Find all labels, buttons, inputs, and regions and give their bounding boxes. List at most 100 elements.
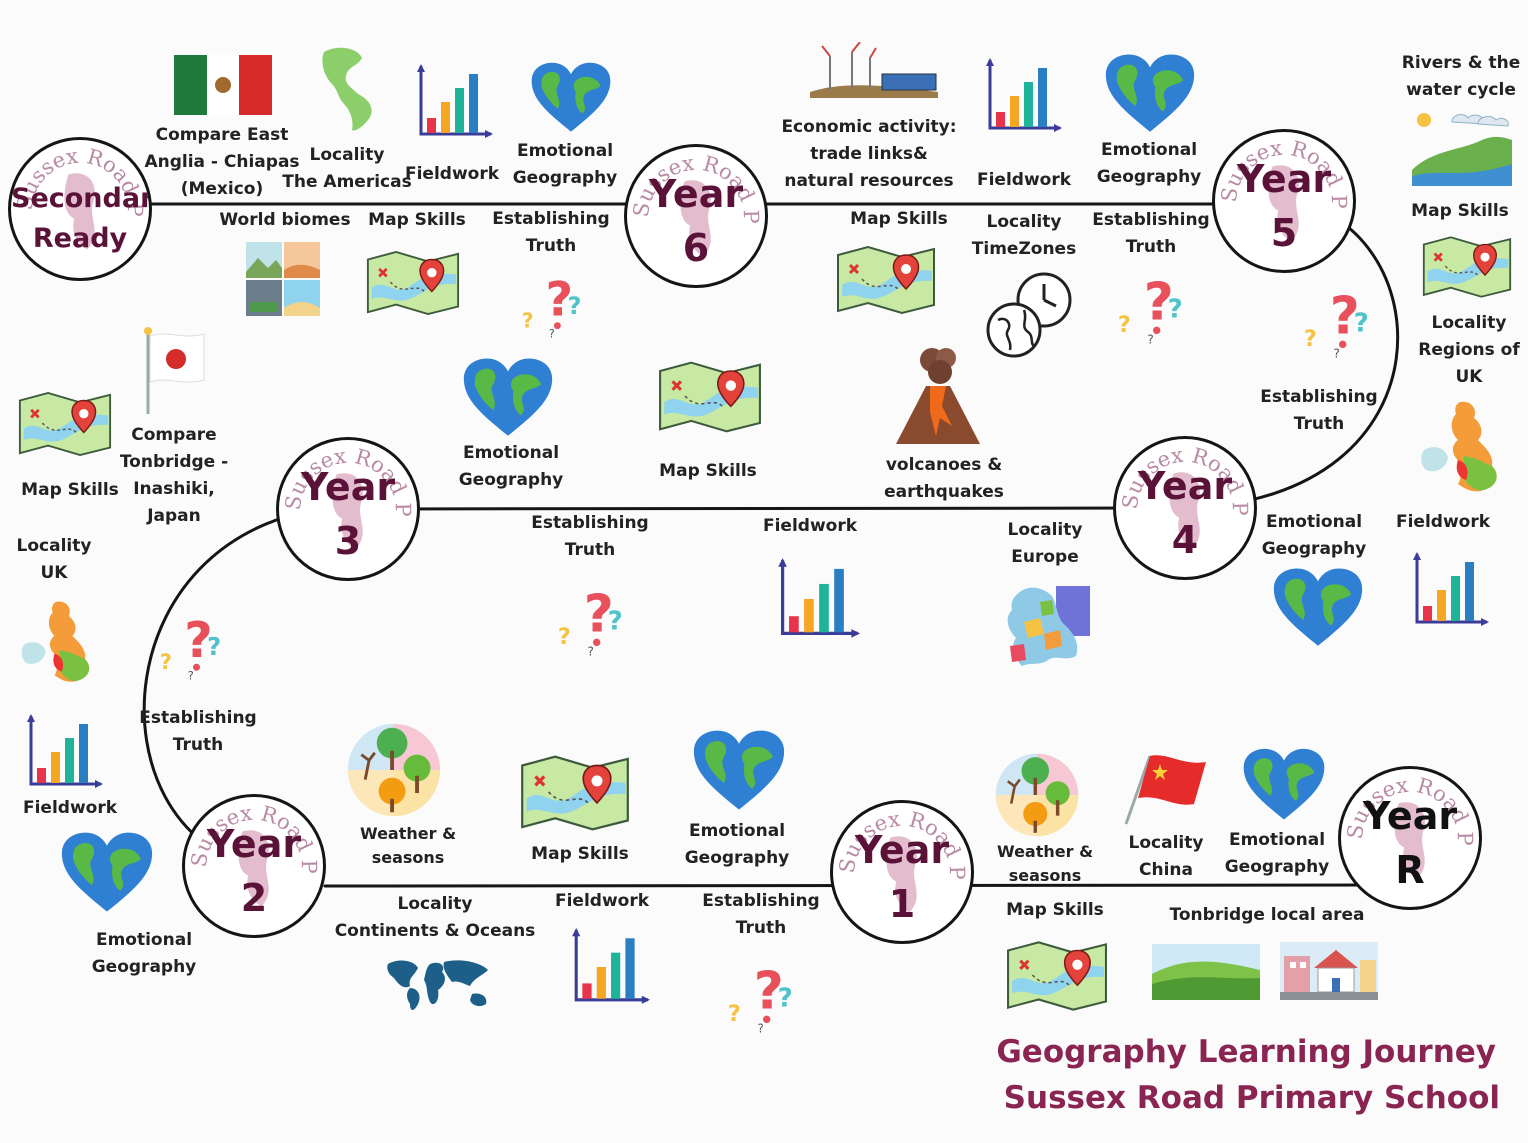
topic-label: Map Skills xyxy=(1006,900,1104,920)
stage-secondary-ready: Sussex Road Primary School Secondary Rea… xyxy=(8,137,152,281)
emotional-geography-heart-icon xyxy=(692,728,786,814)
topic-label: Rivers & the water cycle xyxy=(1401,53,1521,100)
school-logo-watermark: Sussex Road Primary School xyxy=(1215,132,1352,242)
fieldwork-chart-icon xyxy=(1408,550,1490,630)
map-skills-map-icon xyxy=(520,754,630,832)
topic-label: Locality Regions of UK xyxy=(1418,313,1520,387)
fieldwork-chart-icon xyxy=(22,712,104,792)
stage-label: 1 xyxy=(888,882,916,926)
topic-label: Compare Tonbridge - Inashiki, Japan xyxy=(119,425,229,526)
stage-year-5: Sussex Road Primary School Year 5 xyxy=(1212,129,1356,273)
topic-label: Map Skills xyxy=(21,480,119,500)
stage-label: Year xyxy=(648,172,744,216)
topic-label: Establishing Truth xyxy=(702,891,820,938)
stage-label: Year xyxy=(1236,157,1332,201)
school-logo-watermark: Sussex Road Primary School xyxy=(627,147,764,257)
establishing-truth-question-icon xyxy=(520,268,588,346)
topic-label: Weather & seasons xyxy=(996,842,1094,885)
topic-label: Fieldwork xyxy=(762,516,858,536)
establishing-truth-question-icon xyxy=(158,608,228,688)
topic-label: Locality China xyxy=(1128,833,1204,880)
school-logo-watermark: Sussex Road Primary School xyxy=(279,440,416,550)
establishing-truth-question-icon xyxy=(726,956,800,1042)
map-skills-map-icon xyxy=(18,390,112,458)
emotional-geography-heart-icon xyxy=(462,356,554,440)
topic-label: Map Skills xyxy=(368,210,466,230)
topic-label: Map Skills xyxy=(659,461,757,481)
stage-label: 5 xyxy=(1270,211,1298,255)
topic-label: Weather & seasons xyxy=(359,824,457,867)
topic-label: Fieldwork xyxy=(1395,512,1491,532)
stage-year-2: Sussex Road Primary School Year 2 xyxy=(182,794,326,938)
stage-year-4: Sussex Road Primary School Year 4 xyxy=(1113,436,1257,580)
stage-label: 6 xyxy=(682,226,710,270)
topic-label: Map Skills xyxy=(531,844,629,864)
fieldwork-chart-icon xyxy=(566,926,652,1008)
stage-label: 4 xyxy=(1171,518,1199,562)
stage-label: Secondary xyxy=(11,183,149,214)
topic-label: Fieldwork xyxy=(404,164,500,184)
uk-regions-map-icon xyxy=(1421,401,1497,492)
topic-label: Emotional Geography xyxy=(1224,830,1330,877)
topic-label: Establishing Truth xyxy=(1260,387,1378,434)
emotional-geography-heart-icon xyxy=(1272,566,1364,650)
topic-label: Economic activity: trade links& natural … xyxy=(781,117,957,191)
map-skills-map-icon xyxy=(366,250,460,316)
topic-label: Emotional Geography xyxy=(91,930,197,977)
emotional-geography-heart-icon xyxy=(1242,746,1326,824)
stage-label: Year xyxy=(206,822,302,866)
school-logo-watermark: Sussex Road Primary School xyxy=(1116,439,1253,549)
topic-label: Map Skills xyxy=(1411,201,1509,221)
page-title: Geography Learning Journey xyxy=(996,1034,1496,1070)
topic-label: Emotional Geography xyxy=(684,821,790,868)
school-logo-watermark: Sussex Road Primary School xyxy=(1341,769,1478,879)
americas-map-icon xyxy=(322,47,372,131)
stage-label: Year xyxy=(300,465,396,509)
topic-label: Emotional Geography xyxy=(512,141,618,188)
stage-year-3: Sussex Road Primary School Year 3 xyxy=(276,437,420,581)
school-logo-watermark: Sussex Road Primary School xyxy=(185,797,322,907)
water-cycle-icon xyxy=(1412,113,1512,186)
topic-label: Locality Continents & Oceans xyxy=(334,894,536,941)
topic-label: Fieldwork xyxy=(976,170,1072,190)
establishing-truth-question-icon xyxy=(1302,282,1376,366)
stage-label: Year xyxy=(854,828,950,872)
volcano-icon xyxy=(896,348,980,444)
topic-label: Emotional Geography xyxy=(1096,140,1202,187)
world-continents-icon xyxy=(387,960,488,1010)
japan-flag-icon xyxy=(144,327,205,414)
topic-label: Establishing Truth xyxy=(139,708,257,755)
establishing-truth-question-icon xyxy=(556,580,630,664)
topic-label: World biomes xyxy=(219,210,351,230)
topic-label: Locality The Americas xyxy=(282,145,412,192)
weather-seasons-icon xyxy=(994,752,1080,838)
school-logo-watermark: Sussex Road Primary School xyxy=(11,140,148,250)
fieldwork-chart-icon xyxy=(982,56,1062,136)
topic-label: Tonbridge local area xyxy=(1169,905,1365,925)
school-logo-watermark: Sussex Road Primary School xyxy=(833,803,970,913)
weather-seasons-icon xyxy=(346,722,442,818)
topic-label: Establishing Truth xyxy=(492,209,610,256)
stage-label: 3 xyxy=(334,519,362,563)
china-flag-icon xyxy=(1124,755,1206,825)
map-skills-map-icon xyxy=(1422,234,1512,300)
topic-label: Establishing Truth xyxy=(1092,210,1210,257)
stage-label: 2 xyxy=(240,876,268,920)
topic-label: Fieldwork xyxy=(554,891,650,911)
topic-label: Locality UK xyxy=(16,536,92,583)
wind-turbines-solar-icon xyxy=(810,42,938,98)
stage-year-r: Sussex Road Primary School Year R xyxy=(1338,766,1482,910)
topic-label: Emotional Geography xyxy=(458,443,564,490)
topic-label: Establishing Truth xyxy=(531,513,649,560)
map-skills-map-icon xyxy=(1006,940,1108,1012)
fieldwork-chart-icon xyxy=(772,556,862,642)
topic-label: Locality Europe xyxy=(1007,520,1083,567)
topic-label: Locality TimeZones xyxy=(971,212,1077,259)
topic-label: Emotional Geography xyxy=(1261,512,1367,559)
emotional-geography-heart-icon xyxy=(60,830,154,916)
map-skills-map-icon xyxy=(836,244,936,316)
establishing-truth-question-icon xyxy=(1116,268,1190,352)
mexico-flag-icon xyxy=(174,55,272,115)
uk-regions-map-icon xyxy=(21,601,90,682)
stage-year-1: Sussex Road Primary School Year 1 xyxy=(830,800,974,944)
